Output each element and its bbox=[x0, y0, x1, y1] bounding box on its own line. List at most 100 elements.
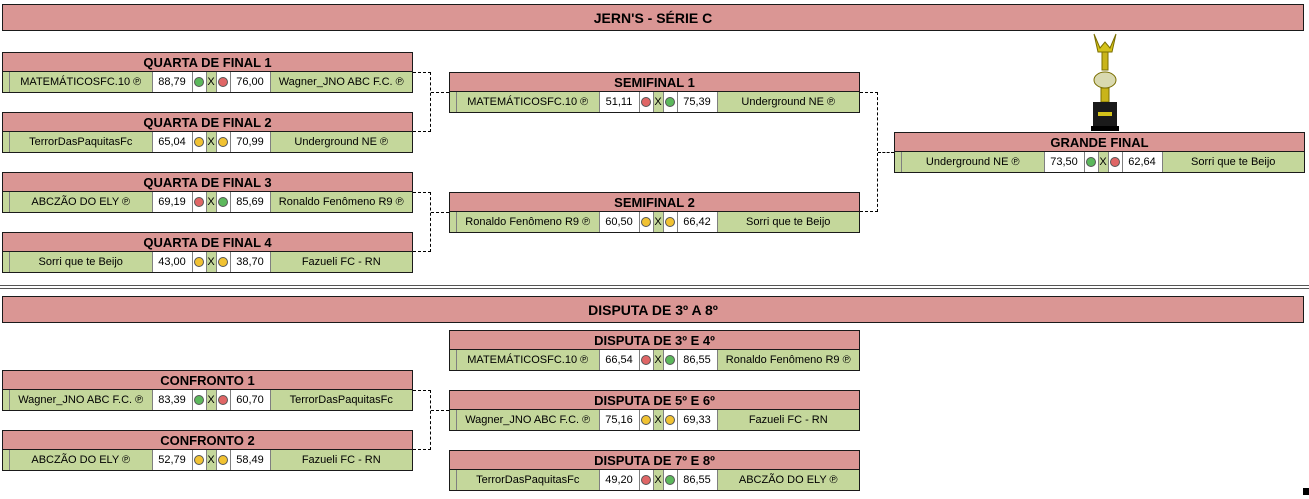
status-dot-icon bbox=[665, 97, 675, 107]
team-home: ABCZÃO DO ELY ℗ bbox=[9, 192, 152, 212]
score-away: 38,70 bbox=[229, 252, 270, 272]
status-dot-cell bbox=[215, 192, 230, 212]
score-away: 70,99 bbox=[229, 132, 270, 152]
team-home: TerrorDasPaquitasFc bbox=[456, 470, 599, 490]
team-home: MATEMÁTICOSFC.10 ℗ bbox=[9, 72, 152, 92]
team-home: Ronaldo Fenômeno R9 ℗ bbox=[456, 212, 599, 232]
score-away: 60,70 bbox=[229, 390, 270, 410]
status-dot-icon bbox=[218, 137, 228, 147]
status-dot-icon bbox=[194, 257, 204, 267]
team-away: Fazueli FC - RN bbox=[269, 252, 412, 272]
match-title: QUARTA DE FINAL 3 bbox=[2, 172, 413, 192]
versus-label: X bbox=[205, 252, 216, 272]
score-away: 69,33 bbox=[676, 410, 717, 430]
team-away: ABCZÃO DO ELY ℗ bbox=[716, 470, 859, 490]
row-edge bbox=[3, 72, 9, 92]
row-edge bbox=[3, 450, 9, 470]
trophy-icon bbox=[1091, 33, 1119, 131]
status-dot-icon bbox=[218, 197, 228, 207]
team-home: TerrorDasPaquitasFc bbox=[9, 132, 152, 152]
row-edge bbox=[3, 390, 9, 410]
status-dot-cell bbox=[191, 72, 206, 92]
score-home: 73,50 bbox=[1043, 152, 1084, 172]
status-dot-icon bbox=[1110, 157, 1120, 167]
versus-label: X bbox=[205, 450, 216, 470]
score-home: 43,00 bbox=[151, 252, 192, 272]
team-away: Underground NE ℗ bbox=[269, 132, 412, 152]
team-home: Wagner_JNO ABC F.C. ℗ bbox=[456, 410, 599, 430]
status-dot-icon bbox=[218, 257, 228, 267]
status-dot-icon bbox=[641, 355, 651, 365]
match-title: DISPUTA DE 5º E 6º bbox=[449, 390, 860, 410]
match-title: CONFRONTO 2 bbox=[2, 430, 413, 450]
score-home: 83,39 bbox=[151, 390, 192, 410]
status-dot-cell bbox=[215, 72, 230, 92]
row-edge bbox=[450, 350, 456, 370]
row-edge bbox=[3, 132, 9, 152]
status-dot-cell bbox=[215, 390, 230, 410]
status-dot-cell bbox=[638, 92, 653, 112]
status-dot-icon bbox=[194, 137, 204, 147]
versus-label: X bbox=[1097, 152, 1108, 172]
page-title: JERN'S - SÉRIE C bbox=[593, 9, 713, 26]
team-away: Fazueli FC - RN bbox=[716, 410, 859, 430]
score-away: 66,42 bbox=[676, 212, 717, 232]
status-dot-cell bbox=[662, 470, 677, 490]
status-dot-cell bbox=[638, 410, 653, 430]
row-edge bbox=[450, 212, 456, 232]
versus-label: X bbox=[652, 212, 663, 232]
status-dot-cell bbox=[638, 212, 653, 232]
status-dot-icon bbox=[665, 355, 675, 365]
corner-mark bbox=[1303, 488, 1309, 495]
section-divider bbox=[0, 288, 1309, 289]
team-away: Sorri que te Beijo bbox=[1161, 152, 1304, 172]
team-away: TerrorDasPaquitasFc bbox=[269, 390, 412, 410]
status-dot-cell bbox=[191, 450, 206, 470]
score-home: 75,16 bbox=[598, 410, 639, 430]
status-dot-cell bbox=[191, 192, 206, 212]
match-title: SEMIFINAL 2 bbox=[449, 192, 860, 212]
status-dot-icon bbox=[218, 77, 228, 87]
status-dot-cell bbox=[1083, 152, 1098, 172]
status-dot-cell bbox=[662, 350, 677, 370]
status-dot-icon bbox=[641, 97, 651, 107]
score-home: 60,50 bbox=[598, 212, 639, 232]
section-divider bbox=[0, 285, 1309, 286]
match-title: QUARTA DE FINAL 2 bbox=[2, 112, 413, 132]
bracket-connector bbox=[860, 92, 878, 212]
status-dot-cell bbox=[191, 390, 206, 410]
match-title: DISPUTA DE 7º E 8º bbox=[449, 450, 860, 470]
team-away: Wagner_JNO ABC F.C. ℗ bbox=[269, 72, 412, 92]
status-dot-icon bbox=[641, 475, 651, 485]
row-edge bbox=[450, 92, 456, 112]
team-away: Sorri que te Beijo bbox=[716, 212, 859, 232]
status-dot-icon bbox=[665, 475, 675, 485]
bracket-connector bbox=[413, 390, 431, 450]
status-dot-cell bbox=[638, 470, 653, 490]
team-home: MATEMÁTICOSFC.10 ℗ bbox=[456, 92, 599, 112]
status-dot-cell bbox=[662, 212, 677, 232]
row-edge bbox=[450, 470, 456, 490]
status-dot-cell bbox=[662, 410, 677, 430]
team-home: ABCZÃO DO ELY ℗ bbox=[9, 450, 152, 470]
score-away: 86,55 bbox=[676, 470, 717, 490]
